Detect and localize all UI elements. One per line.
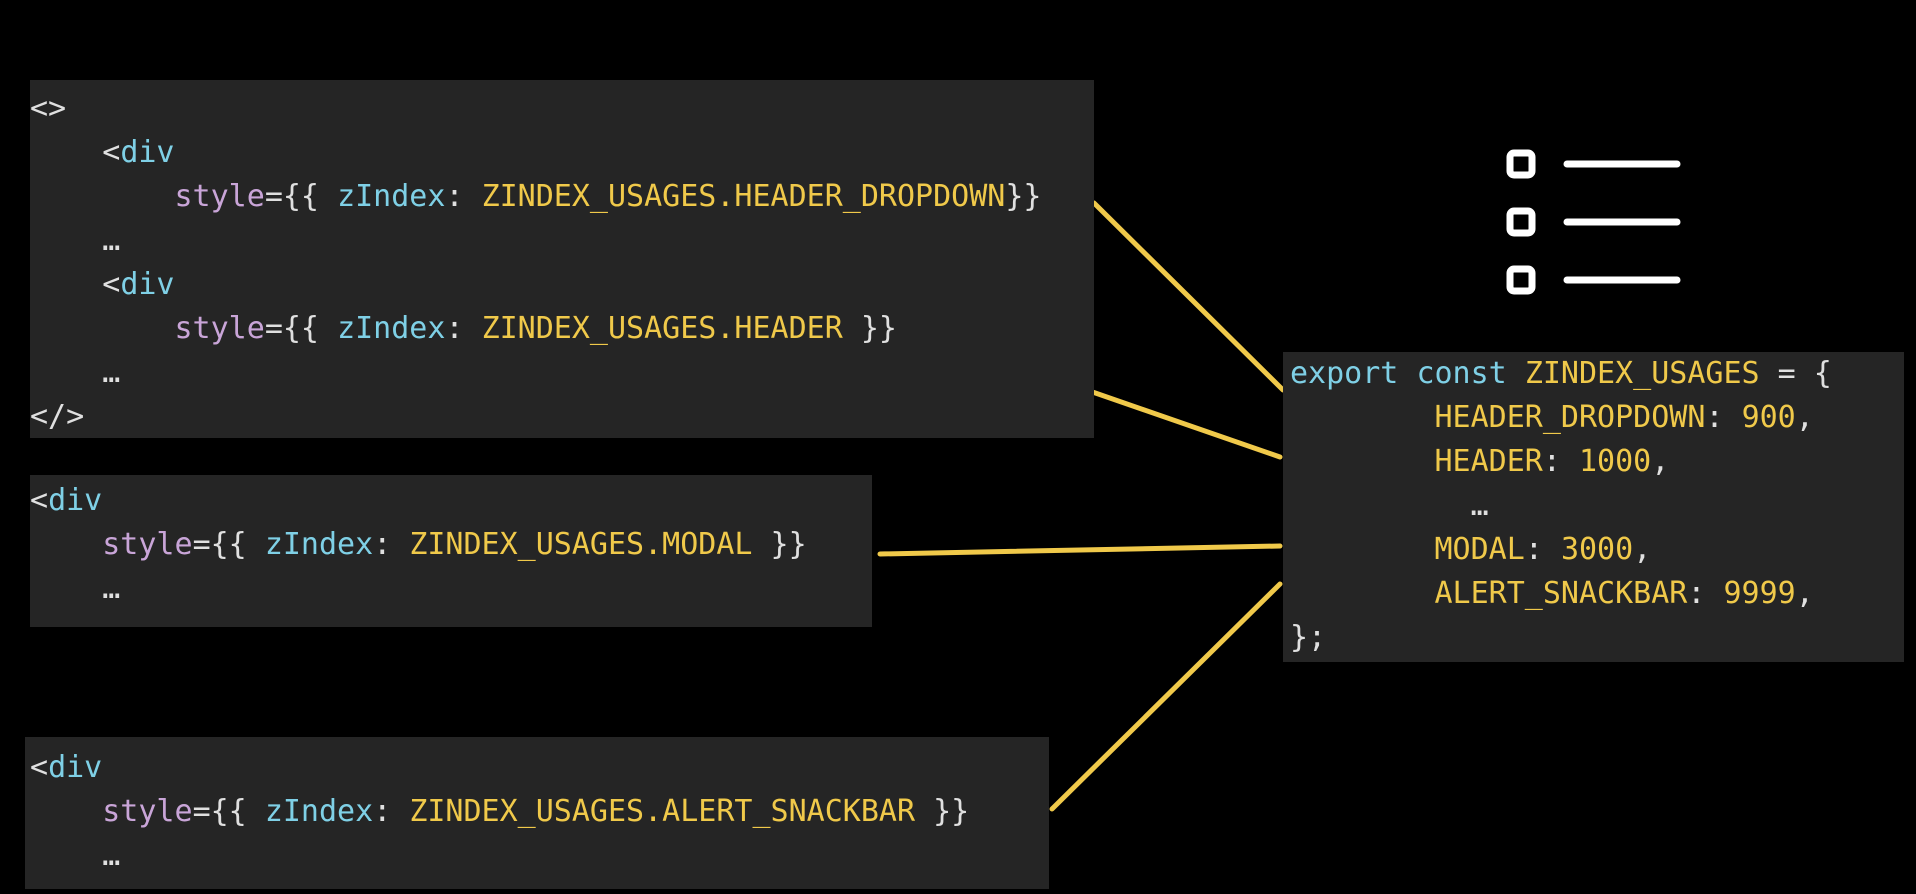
entry-key: HEADER_DROPDOWN: [1434, 400, 1706, 435]
export-keyword: export: [1290, 356, 1399, 391]
entry-value: 900: [1741, 400, 1796, 435]
div-tag: div: [120, 135, 175, 170]
brace-close: }}: [752, 527, 807, 562]
brace-open: ={{: [264, 311, 338, 346]
constant-name: ZINDEX_USAGES: [1524, 356, 1760, 391]
lt: <: [30, 750, 49, 785]
fragment-open: <>: [30, 91, 67, 126]
colon: :: [445, 311, 482, 346]
entry-key: HEADER: [1434, 444, 1543, 479]
zindex-prop: zIndex: [337, 179, 446, 214]
ellipsis: …: [102, 571, 121, 606]
entry-key: MODAL: [1434, 532, 1525, 567]
ellipsis: …: [102, 223, 121, 258]
code-block-alert-snackbar: <div style={{ zIndex: ZINDEX_USAGES.ALER…: [25, 737, 1049, 889]
const-keyword: const: [1416, 356, 1507, 391]
style-attr: style: [174, 179, 265, 214]
connector-header-dropdown: [1091, 200, 1286, 393]
zindex-prop: zIndex: [264, 527, 374, 562]
entry-value: 9999: [1723, 576, 1796, 611]
brace-open: ={{: [192, 527, 265, 562]
ellipsis: …: [102, 355, 121, 390]
colon: :: [445, 179, 482, 214]
zindex-prop: zIndex: [264, 794, 374, 829]
modal-ref: ZINDEX_USAGES.MODAL: [409, 527, 753, 562]
header-dropdown-ref: ZINDEX_USAGES.HEADER_DROPDOWN: [481, 179, 1006, 214]
code-block-modal: <div style={{ zIndex: ZINDEX_USAGES.MODA…: [30, 475, 872, 627]
brace-close: }}: [1005, 179, 1042, 214]
style-attr: style: [102, 794, 193, 829]
style-attr: style: [174, 311, 265, 346]
div-tag: div: [48, 750, 103, 785]
colon: :: [373, 527, 410, 562]
entry-key: ALERT_SNACKBAR: [1434, 576, 1688, 611]
div-tag: div: [120, 267, 175, 302]
lt: <: [102, 267, 121, 302]
zindex-prop: zIndex: [337, 311, 446, 346]
brace-close: }}: [915, 794, 970, 829]
entry-value: 3000: [1560, 532, 1634, 567]
assign: = {: [1759, 356, 1832, 391]
connector-modal: [877, 543, 1283, 557]
code-block-header: <> <div style={{ zIndex: ZINDEX_USAGES.H…: [30, 80, 1094, 438]
checklist-icon: [1506, 149, 1681, 295]
code-definition: export const ZINDEX_USAGES = { HEADER_DR…: [1290, 356, 1832, 655]
ellipsis: …: [1470, 488, 1489, 523]
code-modal: <div style={{ zIndex: ZINDEX_USAGES.MODA…: [30, 475, 807, 611]
code-header: <> <div style={{ zIndex: ZINDEX_USAGES.H…: [30, 80, 1041, 439]
div-tag: div: [48, 483, 103, 518]
code-alert-snackbar: <div style={{ zIndex: ZINDEX_USAGES.ALER…: [30, 737, 969, 878]
brace-open: ={{: [192, 794, 265, 829]
lt: <: [30, 483, 49, 518]
alert-snackbar-ref: ZINDEX_USAGES.ALERT_SNACKBAR: [409, 794, 916, 829]
connector-alert-snackbar: [1049, 581, 1283, 812]
brace-close: }}: [842, 311, 897, 346]
entry-value: 1000: [1579, 444, 1652, 479]
style-attr: style: [102, 527, 193, 562]
colon: :: [373, 794, 410, 829]
lt: <: [102, 135, 121, 170]
header-ref: ZINDEX_USAGES.HEADER: [481, 311, 843, 346]
fragment-close: </>: [30, 399, 85, 434]
object-close: };: [1290, 620, 1327, 655]
zindex-definition-panel: export const ZINDEX_USAGES = { HEADER_DR…: [1283, 352, 1904, 662]
ellipsis: …: [102, 838, 121, 873]
brace-open: ={{: [264, 179, 338, 214]
